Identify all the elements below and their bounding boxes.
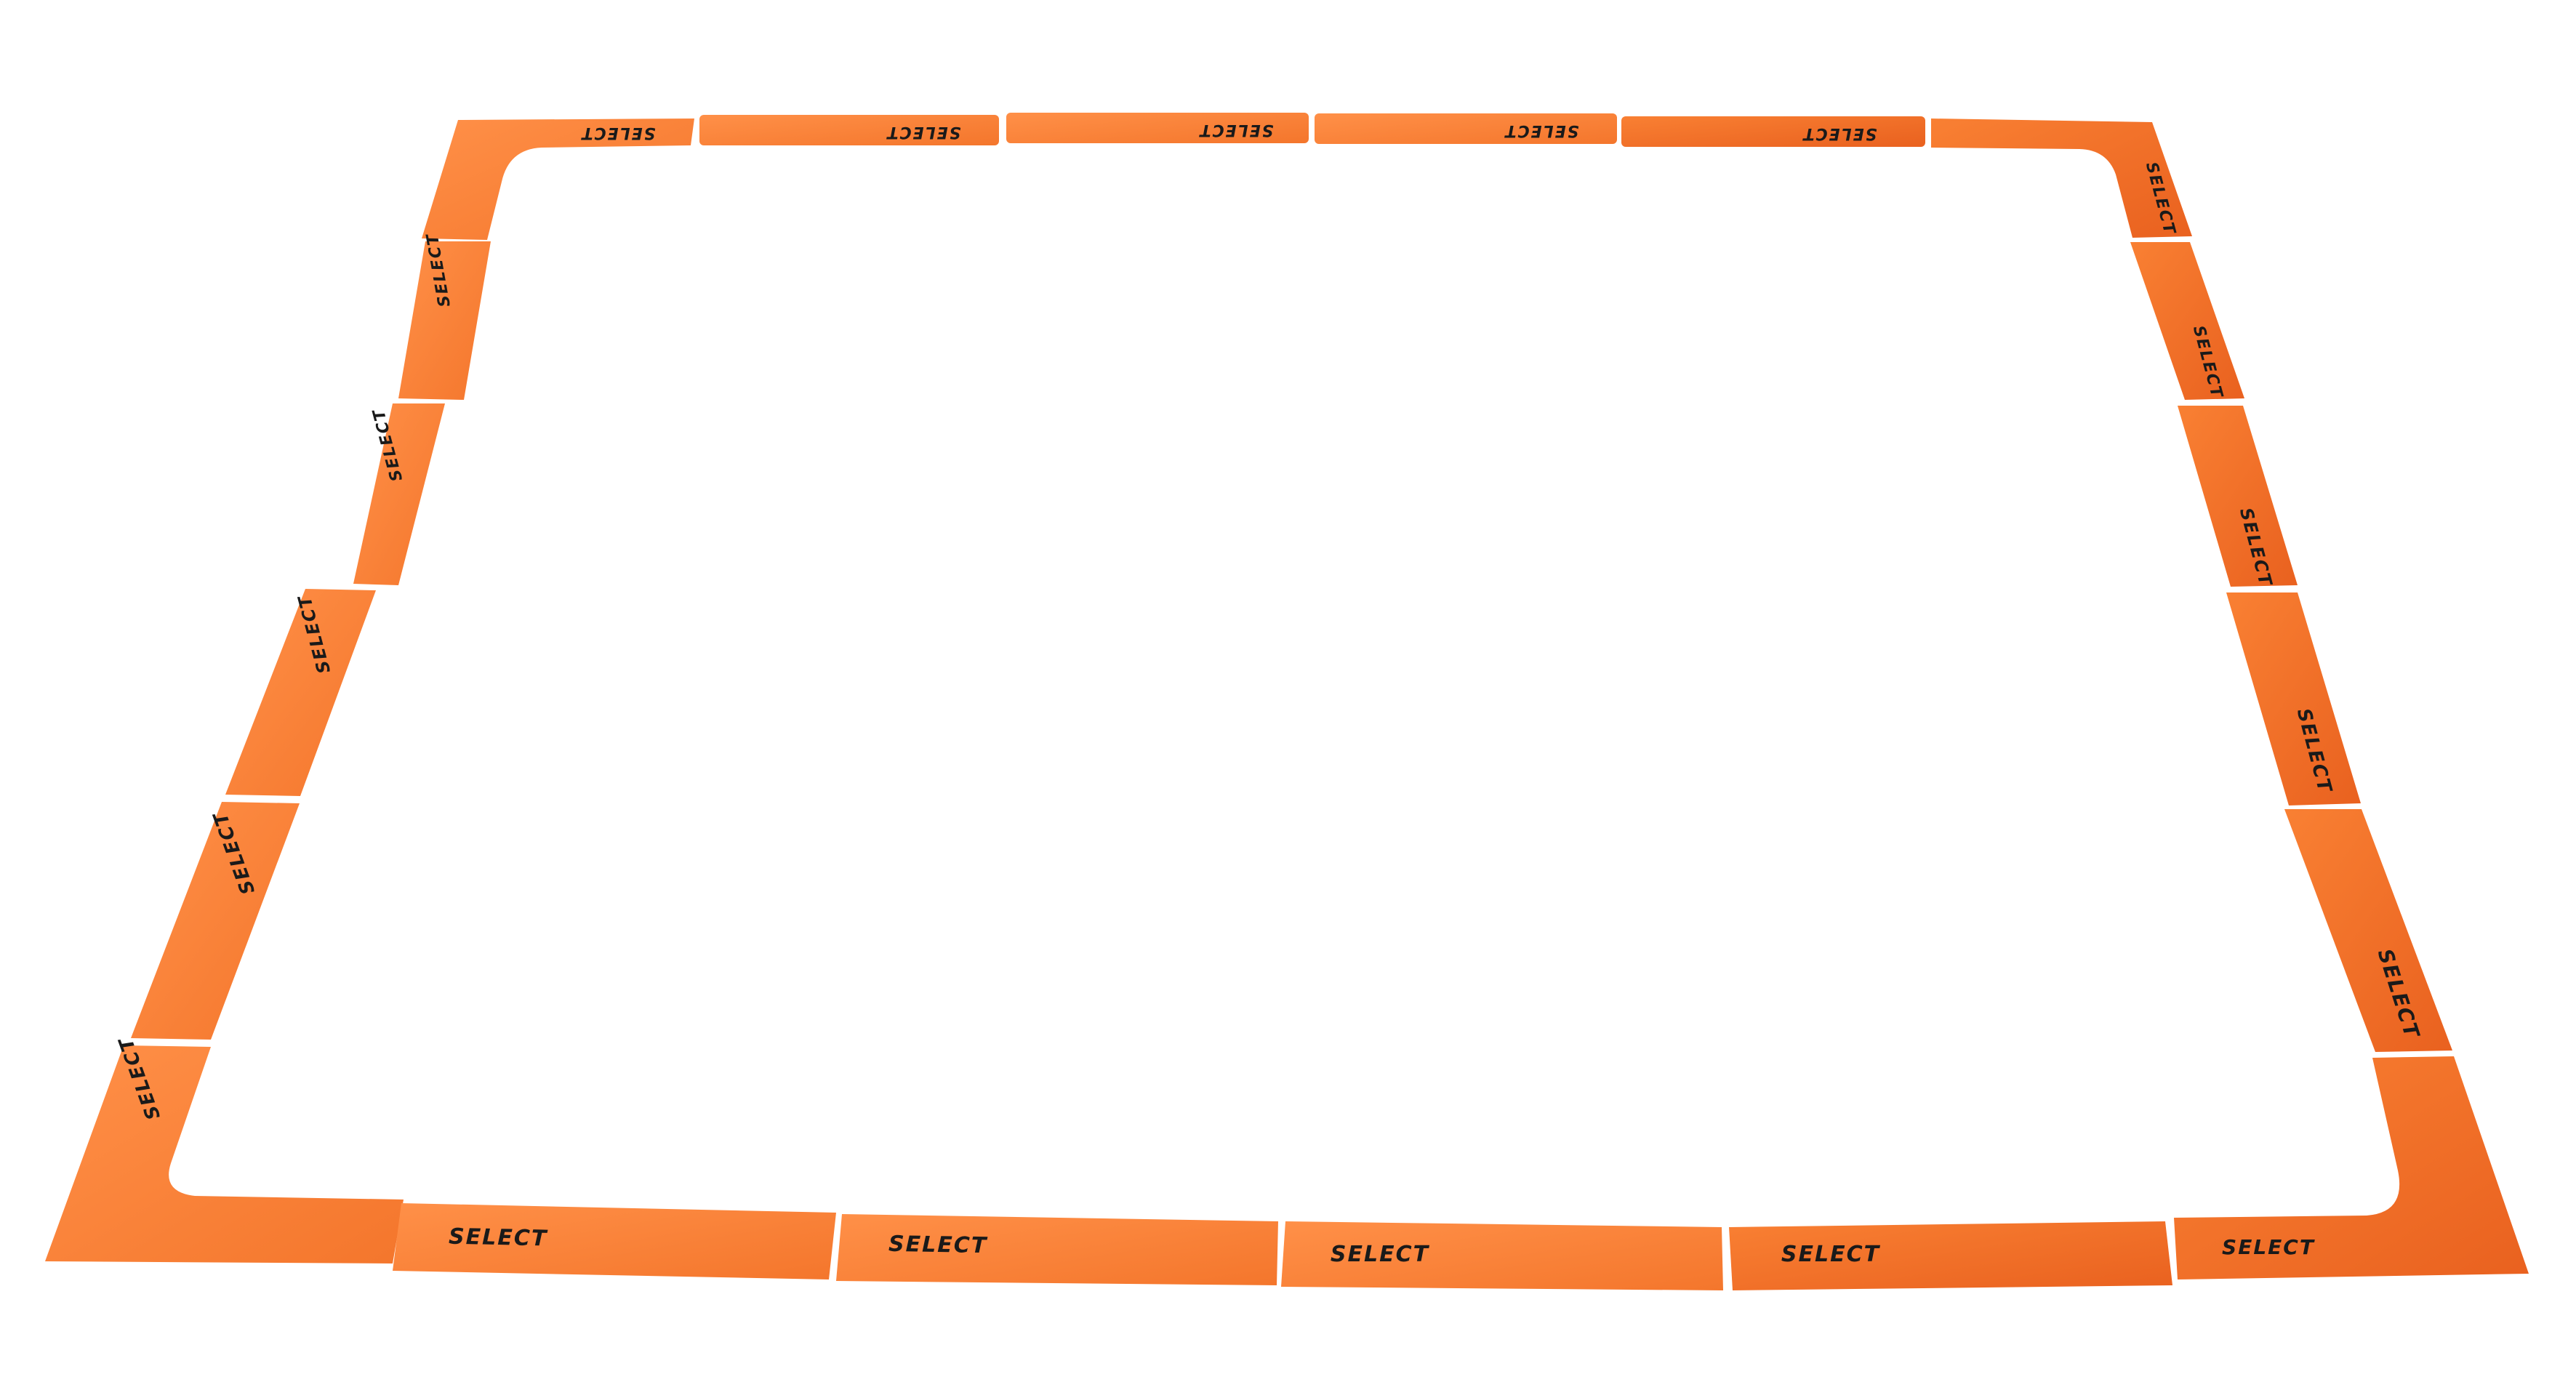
marker-label: SELECT bbox=[1198, 121, 1273, 139]
marker-label: SELECT bbox=[1781, 1242, 1881, 1267]
marker-top-3 bbox=[1006, 113, 1309, 143]
marker-label: SELECT bbox=[888, 1232, 988, 1258]
marker-corner-bottom-right bbox=[2174, 1056, 2529, 1280]
marker-right-1 bbox=[2130, 242, 2244, 400]
marker-label: SELECT bbox=[886, 123, 960, 141]
marker-label: SELECT bbox=[1331, 1242, 1430, 1267]
marker-label: SELECT bbox=[449, 1224, 548, 1252]
marker-corner-bottom-left bbox=[45, 1045, 404, 1264]
marker-bottom-1 bbox=[393, 1203, 836, 1280]
marker-right-3 bbox=[2226, 592, 2361, 806]
marker-left-1 bbox=[398, 241, 491, 400]
right-side-markers: SELECT SELECT SELECT SELECT SELECT bbox=[2130, 242, 2529, 1280]
left-side-markers: SELECT SELECT SELECT SELECT SELECT bbox=[45, 231, 491, 1264]
marker-left-4 bbox=[131, 802, 300, 1040]
marker-bottom-3 bbox=[1281, 1221, 1723, 1290]
marker-top-2 bbox=[699, 115, 999, 145]
marker-corner-top-left bbox=[422, 118, 694, 240]
marker-label: SELECT bbox=[580, 124, 655, 142]
marker-bottom-2 bbox=[836, 1214, 1278, 1285]
marker-bottom-4 bbox=[1729, 1221, 2172, 1290]
marker-top-4 bbox=[1315, 113, 1617, 144]
marker-top-5 bbox=[1621, 116, 1925, 147]
top-row-markers: SELECT SELECT SELECT SELECT SELECT SELEC… bbox=[422, 113, 2192, 240]
bottom-row-markers: SELECT SELECT SELECT SELECT bbox=[393, 1203, 2172, 1290]
marker-corner-top-right bbox=[1931, 118, 2192, 238]
marker-left-3 bbox=[225, 589, 376, 796]
marker-right-2 bbox=[2178, 406, 2298, 587]
marker-right-4 bbox=[2284, 809, 2452, 1052]
marker-left-2 bbox=[353, 403, 445, 585]
marker-label: SELECT bbox=[2222, 1235, 2315, 1259]
marker-label: SELECT bbox=[1504, 121, 1578, 140]
marker-label: SELECT bbox=[1802, 124, 1877, 142]
